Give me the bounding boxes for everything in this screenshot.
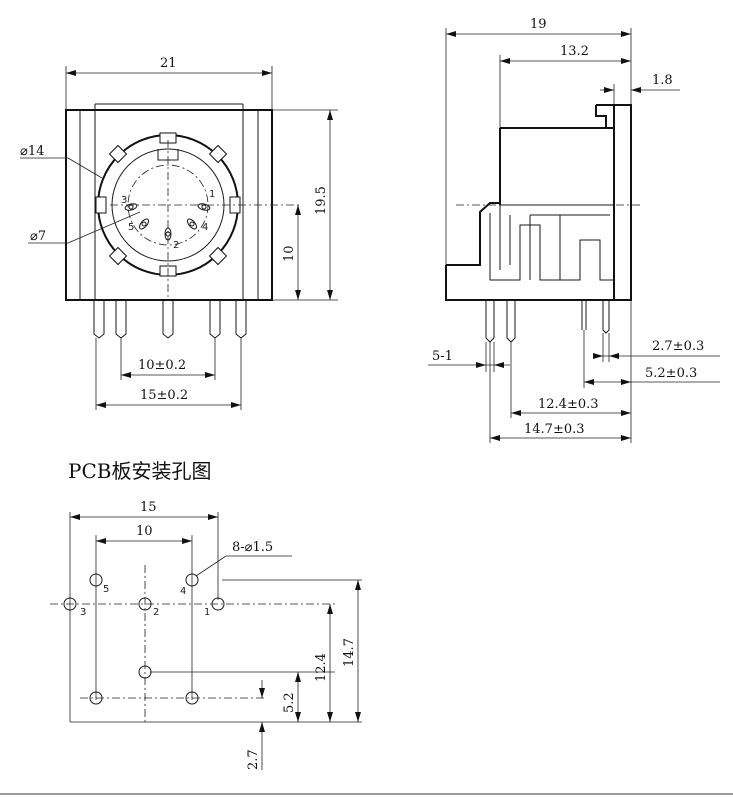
pcb-dim-2-7: 2.7: [246, 749, 261, 770]
pcb-hole: [211, 597, 225, 611]
side-dim-a: 2.7±0.3: [652, 339, 704, 354]
pin-label-3: 3: [121, 195, 127, 206]
front-height-dim: 19.5: [314, 186, 329, 215]
pin-spacing-outer: 15±0.2: [140, 388, 188, 403]
pcb-hole-label-4: 4: [180, 586, 186, 597]
front-center-height-dim: 10: [282, 245, 297, 262]
pcb-hole-label-3: 3: [80, 607, 86, 618]
side-body-depth: 13.2: [560, 44, 589, 59]
pcb-hole-label-5: 5: [103, 584, 109, 595]
pcb-hole: [89, 573, 103, 587]
pin-label-2: 2: [173, 240, 179, 251]
side-pin-offset: 5-1: [432, 349, 453, 364]
front-width-dim: 21: [160, 56, 177, 71]
pcb-hole: [185, 691, 199, 705]
pin-spacing-inner: 10±0.2: [138, 358, 186, 373]
pcb-hole: [63, 597, 77, 611]
pcb-hole: [138, 665, 152, 679]
pcb-hole: [185, 573, 199, 587]
pcb-dim-14-7: 14.7: [342, 638, 357, 667]
pcb-holes: [63, 573, 225, 705]
outer-diameter-label: ⌀14: [20, 144, 44, 159]
pin-label-1: 1: [209, 189, 215, 200]
pin-label-5: 5: [128, 222, 134, 233]
pcb-section-title: PCB板安装孔图: [68, 459, 211, 483]
pcb-dim-12-4: 12.4: [314, 653, 329, 682]
pcb-span-15: 15: [140, 500, 157, 515]
side-dim-b: 5.2±0.3: [645, 366, 697, 381]
pcb-hole: [138, 597, 152, 611]
side-view: 19 13.2 1.8: [428, 17, 720, 443]
pcb-hole-label-2: 2: [153, 607, 159, 618]
pcb-hole-spec: 8-⌀1.5: [232, 540, 273, 555]
pcb-layout: 15 10 5 4 3 2 1 8: [50, 500, 362, 770]
side-total-depth: 19: [530, 17, 547, 32]
pcb-span-10: 10: [136, 524, 153, 539]
pcb-hole: [89, 691, 103, 705]
pcb-dim-5-2: 5.2: [282, 692, 297, 713]
side-dim-c: 12.4±0.3: [538, 397, 599, 412]
pin-label-4: 4: [202, 222, 208, 233]
front-view: 21: [20, 56, 338, 410]
pcb-hole-label-1: 1: [204, 607, 210, 618]
side-flange-dim: 1.8: [652, 73, 673, 88]
inner-diameter-label: ⌀7: [30, 229, 46, 244]
side-dim-d: 14.7±0.3: [524, 422, 585, 437]
